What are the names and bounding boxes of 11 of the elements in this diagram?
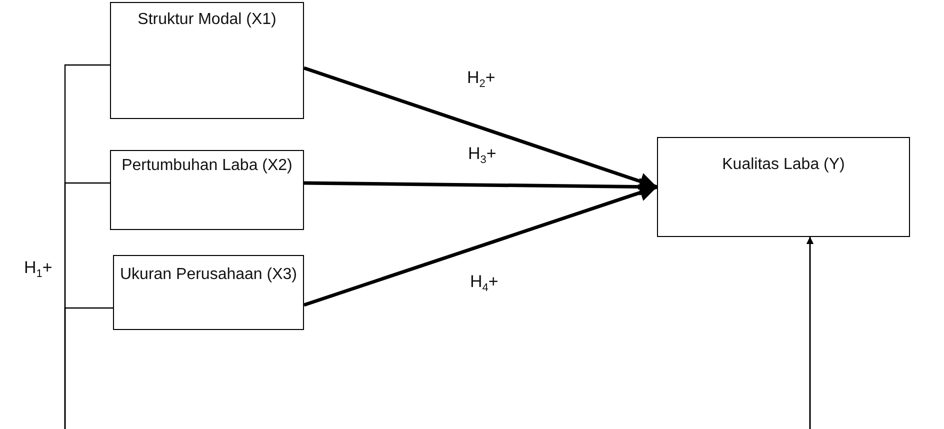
variable-box bbox=[110, 150, 304, 230]
variable-name: Kualitas Laba (Y) bbox=[721, 155, 846, 175]
variable-name: Pertumbuhan Laba (X2) bbox=[120, 156, 294, 176]
variable-name: Ukuran Perusahaan (X3) bbox=[119, 265, 298, 285]
arrow bbox=[64, 237, 814, 429]
variable-box bbox=[657, 137, 910, 237]
arrow bbox=[303, 184, 658, 307]
variable-box bbox=[113, 255, 304, 330]
variable-box bbox=[110, 2, 304, 119]
arrow bbox=[303, 66, 658, 190]
variable-name: Struktur Modal (X1) bbox=[136, 10, 278, 30]
